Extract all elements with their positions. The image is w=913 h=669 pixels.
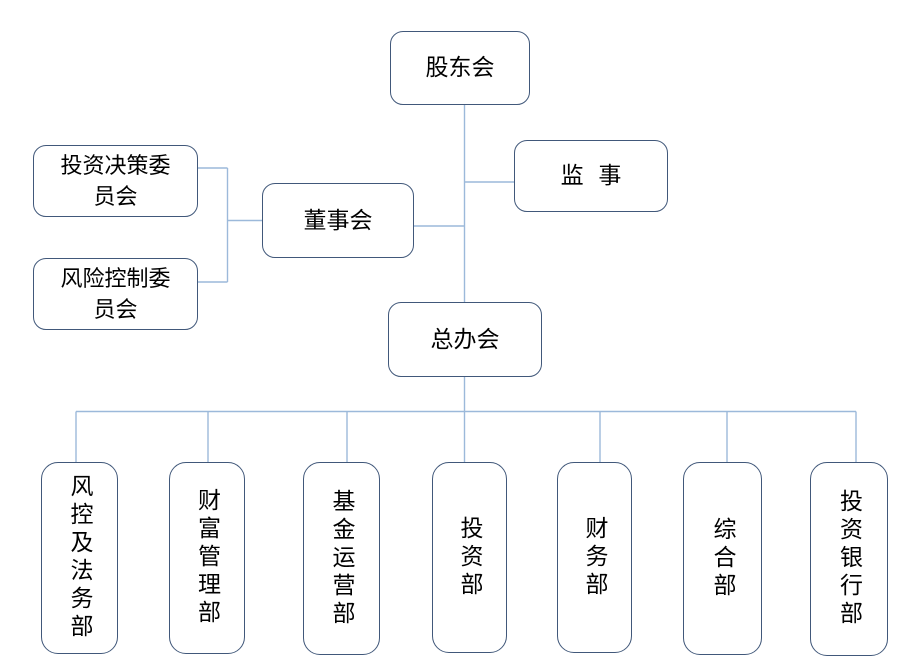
node-dept-fund-operations-label: 基金运营部: [329, 488, 354, 629]
node-risk-control-committee: 风险控制委 员会: [33, 258, 198, 330]
node-supervisor: 监 事: [514, 140, 668, 212]
node-dept-investment: 投资部: [432, 462, 507, 653]
node-board-of-directors: 董事会: [262, 183, 414, 258]
node-general-office-meeting-label: 总办会: [430, 326, 500, 352]
node-dept-investment-banking-label: 投资银行部: [836, 489, 862, 629]
node-dept-general-affairs-label: 综合部: [710, 516, 735, 601]
node-dept-wealth-management-label: 财富管理部: [194, 488, 220, 628]
node-supervisor-label: 监 事: [560, 163, 622, 189]
node-shareholders-meeting: 股东会: [390, 31, 530, 105]
node-investment-decision-committee-label: 投资决策委 员会: [60, 152, 171, 209]
node-board-of-directors-label: 董事会: [303, 207, 373, 233]
node-dept-general-affairs: 综合部: [683, 462, 762, 655]
node-dept-investment-banking: 投资银行部: [810, 462, 888, 656]
node-dept-fund-operations: 基金运营部: [303, 462, 380, 655]
node-dept-finance-label: 财务部: [582, 515, 607, 600]
node-dept-wealth-management: 财富管理部: [169, 462, 245, 654]
node-dept-investment-label: 投资部: [457, 515, 482, 600]
node-dept-risk-and-legal-label: 风控及法务部: [67, 474, 92, 642]
node-investment-decision-committee: 投资决策委 员会: [33, 145, 198, 217]
node-general-office-meeting: 总办会: [388, 302, 542, 377]
node-risk-control-committee-label: 风险控制委 员会: [60, 265, 171, 322]
node-dept-risk-and-legal: 风控及法务部: [41, 462, 118, 654]
node-dept-finance: 财务部: [557, 462, 632, 653]
node-shareholders-meeting-label: 股东会: [425, 55, 495, 81]
